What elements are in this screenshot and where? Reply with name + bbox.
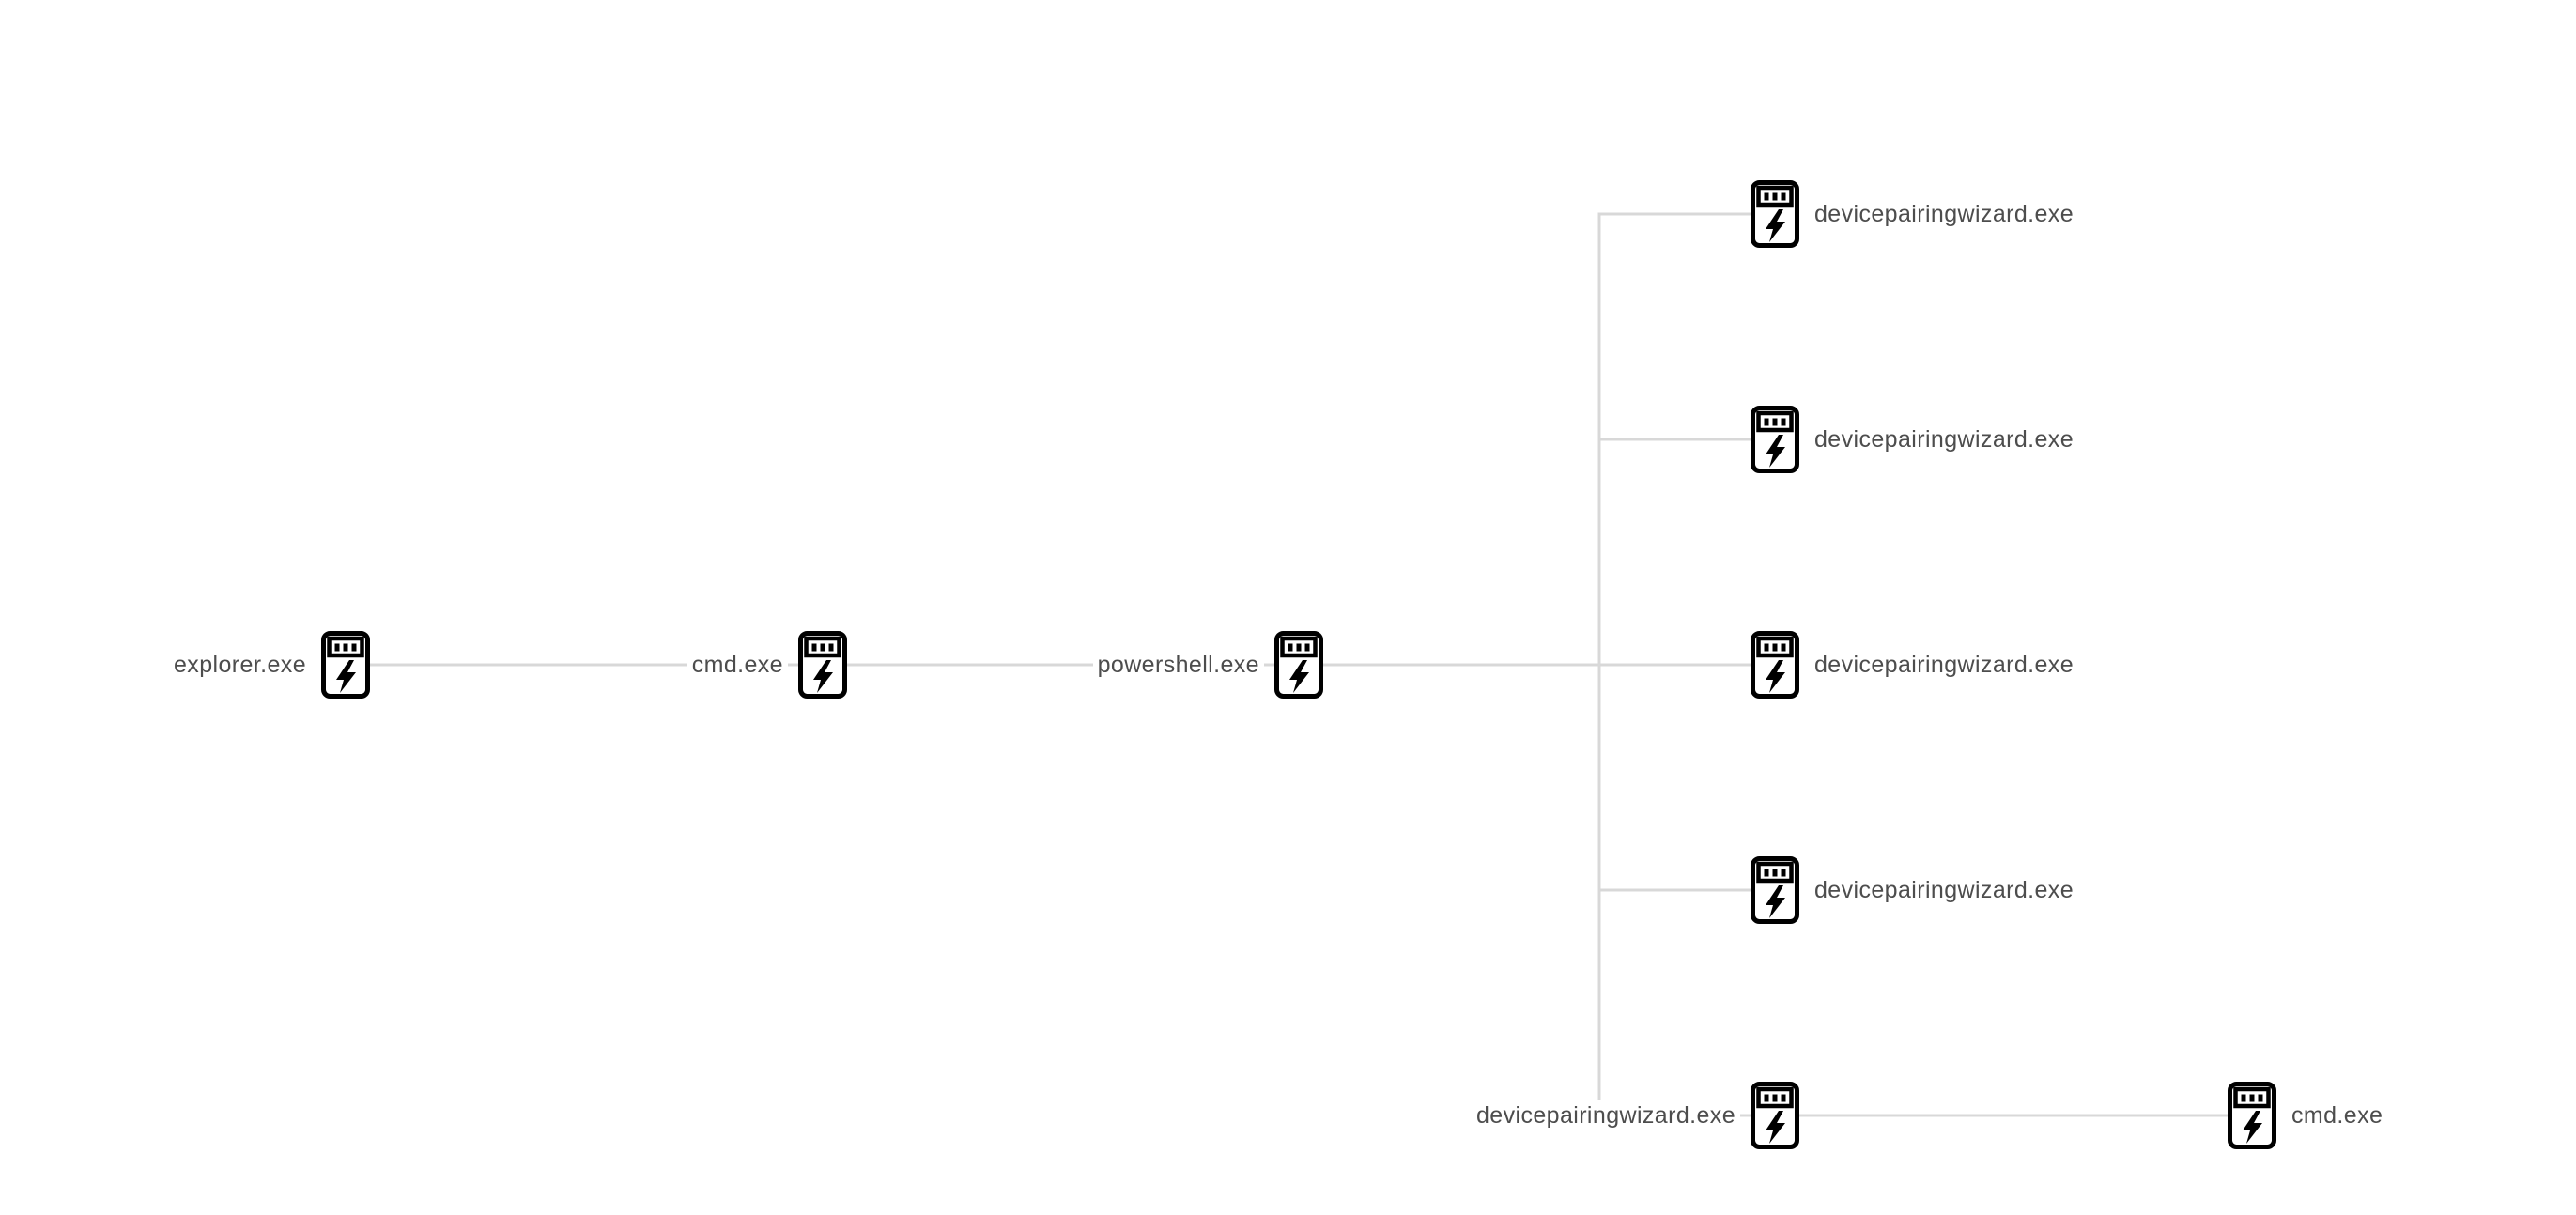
process-node-devicepairingwizard-2[interactable]: devicepairingwizard.exe <box>1751 406 2079 473</box>
process-node-devicepairingwizard-1[interactable]: devicepairingwizard.exe <box>1751 180 2079 248</box>
process-label: devicepairingwizard.exe <box>1810 199 2079 229</box>
process-node-cmd-1[interactable]: cmd.exe <box>686 631 847 699</box>
process-executable-icon <box>1751 1082 1799 1149</box>
process-node-explorer[interactable]: explorer.exe <box>169 631 370 699</box>
process-executable-icon <box>798 631 847 699</box>
process-node-cmd-2[interactable]: cmd.exe <box>2228 1082 2388 1149</box>
process-label: explorer.exe <box>169 650 311 680</box>
process-label: cmd.exe <box>2287 1100 2388 1130</box>
process-label: devicepairingwizard.exe <box>1810 424 2079 454</box>
process-executable-icon <box>2228 1082 2276 1149</box>
process-label: devicepairingwizard.exe <box>1471 1100 1740 1130</box>
process-node-devicepairingwizard-3[interactable]: devicepairingwizard.exe <box>1751 631 2079 699</box>
process-node-devicepairingwizard-4[interactable]: devicepairingwizard.exe <box>1751 856 2079 924</box>
process-executable-icon <box>1274 631 1323 699</box>
process-node-powershell[interactable]: powershell.exe <box>1092 631 1323 699</box>
process-executable-icon <box>1751 406 1799 473</box>
process-label: cmd.exe <box>686 650 788 680</box>
process-executable-icon <box>1751 856 1799 924</box>
process-label: devicepairingwizard.exe <box>1810 650 2079 680</box>
process-executable-icon <box>1751 631 1799 699</box>
process-label: powershell.exe <box>1092 650 1264 680</box>
process-executable-icon <box>1751 180 1799 248</box>
process-executable-icon <box>321 631 370 699</box>
process-node-devicepairingwizard-5[interactable]: devicepairingwizard.exe <box>1471 1082 1799 1149</box>
process-label: devicepairingwizard.exe <box>1810 875 2079 905</box>
